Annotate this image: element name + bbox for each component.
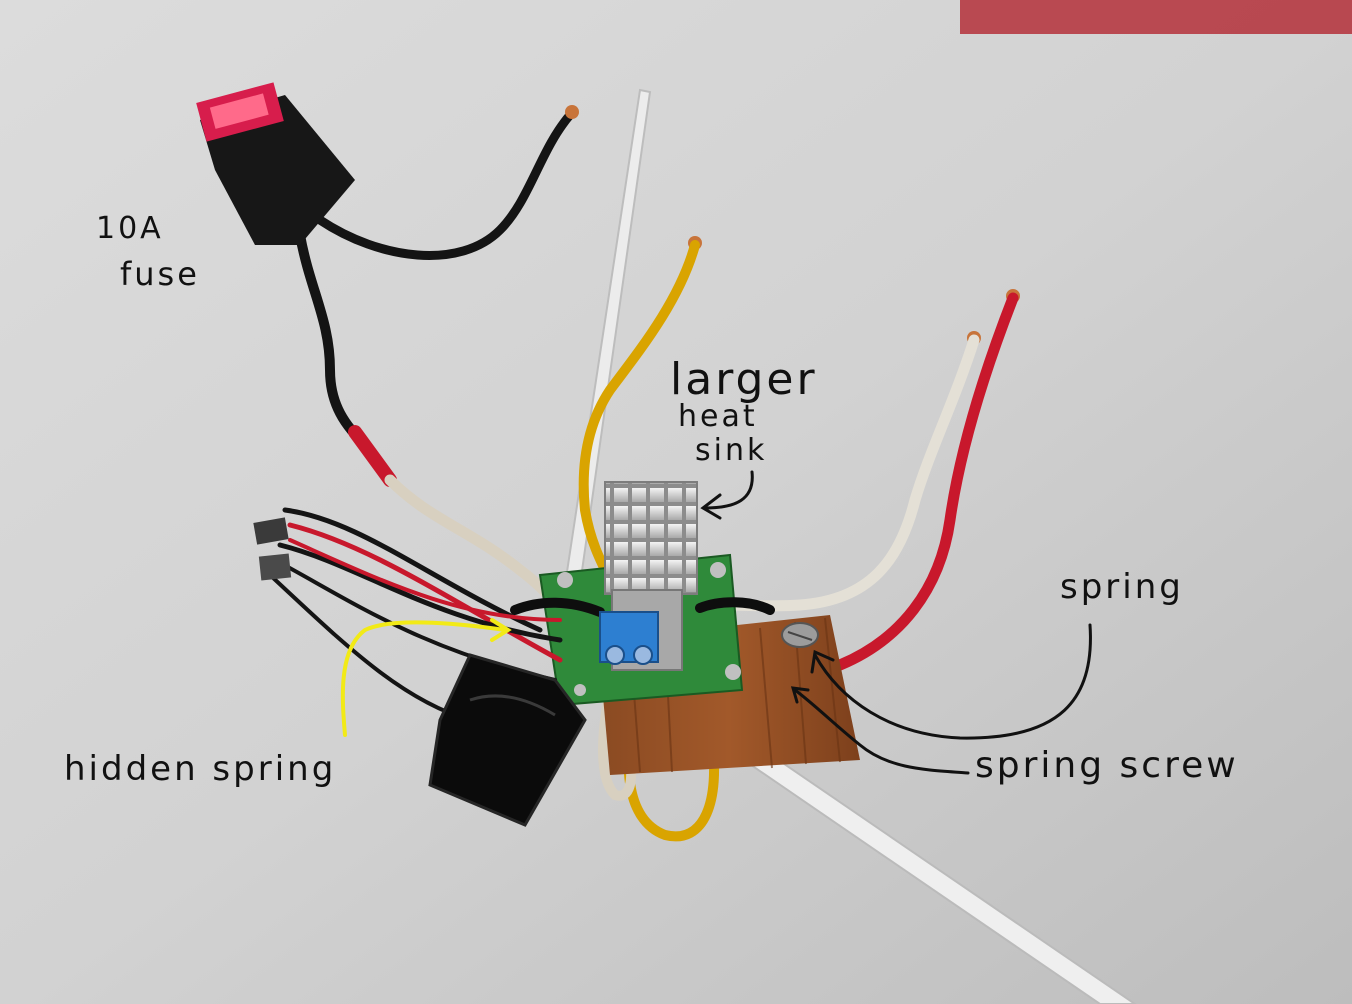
terminal-block: [599, 611, 659, 665]
heatsink-label-line3: sink: [695, 433, 768, 468]
tape-highlight: [469, 694, 556, 717]
fuse-label-line2: fuse: [120, 255, 200, 293]
heat-sink-arrow: [703, 470, 754, 510]
spring-screw-arrowhead: [790, 686, 810, 704]
spring-arrowhead: [810, 649, 835, 674]
spring-screw-label: spring screw: [975, 745, 1239, 786]
fuse-label-line1: 10A: [96, 211, 164, 246]
heat-sink: [604, 481, 698, 671]
white-wire-right: [724, 334, 980, 612]
cable-tie-left: [510, 597, 605, 617]
screw-slot: [787, 631, 813, 641]
taped-component: [428, 653, 587, 827]
heat-sink-arrowhead: [700, 493, 722, 520]
spring-arrow: [813, 623, 1092, 740]
fuse-holder: [196, 82, 355, 245]
red-checkered-cloth: [960, 0, 1352, 34]
heatsink-label-line2: heat: [678, 399, 758, 434]
yellow-wire: [578, 240, 700, 585]
spring-screw-arrow: [793, 688, 970, 775]
heatsink-label-line1: larger: [670, 354, 818, 405]
wire-connector-2: [258, 553, 292, 581]
fuse-wire-top: [315, 110, 575, 260]
wire-connector-1: [253, 517, 289, 545]
annotation-arrows: [700, 470, 1092, 775]
cable-tie-right: [695, 597, 775, 615]
hidden-spring-label: hidden spring: [64, 749, 337, 789]
spring-label: spring: [1060, 567, 1184, 607]
heat-shrink-red: [348, 425, 397, 487]
copper-end-1: [565, 105, 579, 119]
hidden-spring-arrow: [340, 618, 512, 737]
white-wire-loop: [598, 685, 637, 801]
